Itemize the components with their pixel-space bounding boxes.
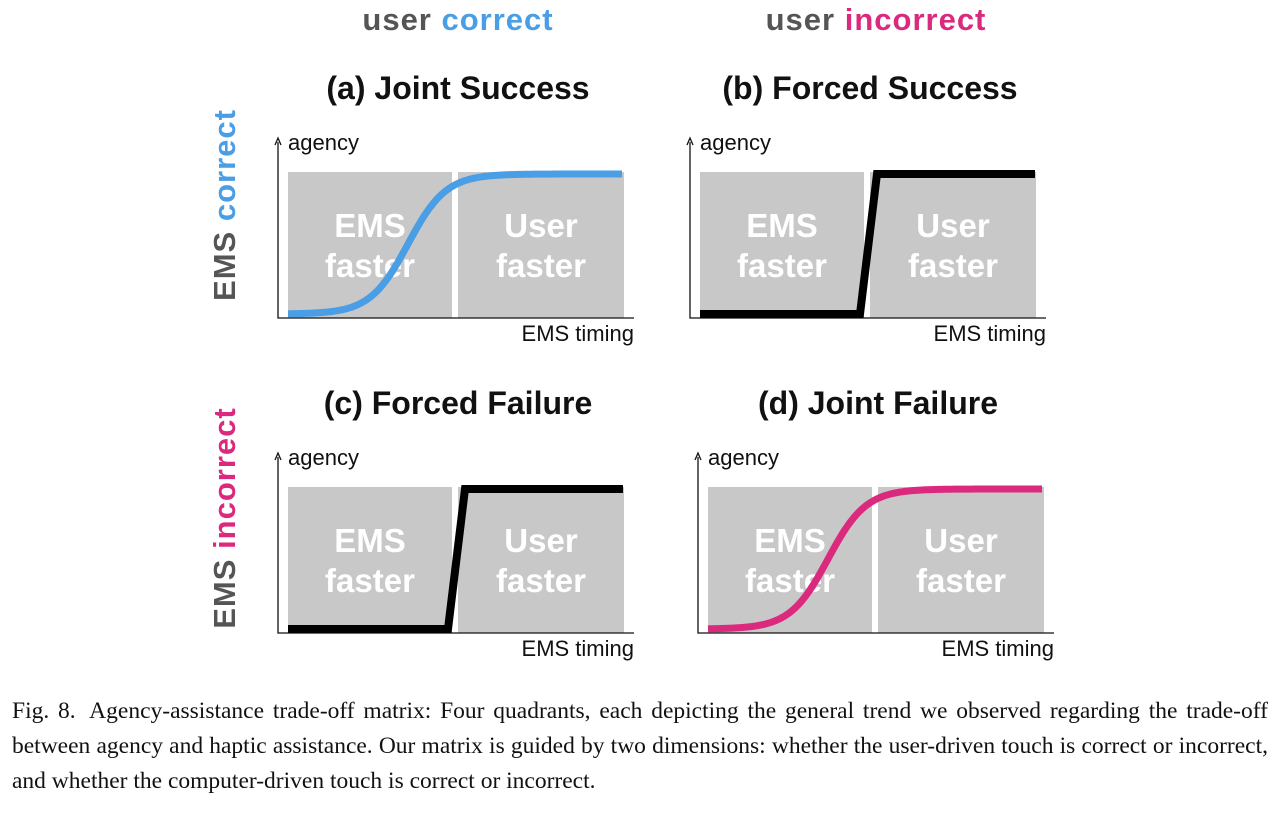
agency-curve	[700, 170, 1035, 318]
y-axis-arrow-icon	[694, 451, 702, 461]
region-label: faster	[325, 562, 415, 599]
x-axis-label: EMS timing	[941, 636, 1054, 661]
region-label: User	[504, 207, 578, 244]
row-header-highlight: correct	[207, 109, 242, 222]
region-user-faster	[458, 172, 624, 318]
region-label: faster	[916, 562, 1006, 599]
agency-curve	[288, 485, 623, 633]
region-label: User	[916, 207, 990, 244]
x-axis-label: EMS timing	[933, 321, 1046, 346]
region-label: EMS	[334, 207, 406, 244]
row-header-prefix: EMS	[207, 230, 242, 301]
figure-caption: Fig. 8. Agency-assistance trade-off matr…	[12, 694, 1268, 799]
region-label: faster	[908, 247, 998, 284]
region-label: EMS	[334, 522, 406, 559]
panel-title: (c) Forced Failure	[323, 385, 593, 421]
region-user-faster	[458, 487, 624, 633]
row-header-highlight: incorrect	[207, 407, 242, 549]
y-axis-arrow-icon	[274, 136, 282, 146]
region-ems-faster	[288, 487, 452, 633]
axes	[689, 142, 1046, 319]
column-header-prefix: user	[362, 2, 432, 37]
row-header-ems-correct: EMS correct	[207, 109, 243, 301]
y-axis-label: agency	[288, 130, 359, 155]
region-user-faster	[870, 172, 1036, 318]
x-axis-label: EMS timing	[521, 636, 634, 661]
y-axis-arrow-icon	[686, 136, 694, 146]
region-label: faster	[496, 247, 586, 284]
row-header-ems-incorrect: EMS incorrect	[207, 407, 243, 628]
panel-title: (a) Joint Success	[326, 70, 590, 106]
region-label: EMS	[746, 207, 818, 244]
panel-title: (d) Joint Failure	[758, 385, 998, 421]
panel-title: (b) Forced Success	[722, 70, 1018, 106]
region-label: faster	[496, 562, 586, 599]
y-axis-label: agency	[700, 130, 771, 155]
axes	[277, 457, 634, 634]
column-header-highlight: incorrect	[844, 2, 987, 37]
column-header-user-incorrect: user incorrect	[766, 2, 987, 38]
row-header-prefix: EMS	[207, 558, 242, 629]
axes	[697, 457, 1054, 634]
caption-text: Agency-assistance trade-off matrix: Four…	[12, 698, 1268, 794]
caption-label: Fig. 8.	[12, 698, 76, 724]
agency-curve	[707, 485, 1042, 633]
region-label: User	[924, 522, 998, 559]
region-label: User	[504, 522, 578, 559]
x-axis-label: EMS timing	[521, 321, 634, 346]
region-label: EMS	[754, 522, 826, 559]
column-header-prefix: user	[765, 2, 836, 37]
agency-curve	[287, 170, 622, 318]
y-axis-arrow-icon	[274, 451, 282, 461]
region-label: faster	[737, 247, 827, 284]
column-header-user-correct: user correct	[362, 2, 553, 38]
region-user-faster	[878, 487, 1044, 633]
y-axis-label: agency	[288, 445, 359, 470]
axes	[277, 142, 634, 319]
y-axis-label: agency	[708, 445, 779, 470]
region-ems-faster	[700, 172, 864, 318]
column-header-highlight: correct	[441, 2, 554, 37]
